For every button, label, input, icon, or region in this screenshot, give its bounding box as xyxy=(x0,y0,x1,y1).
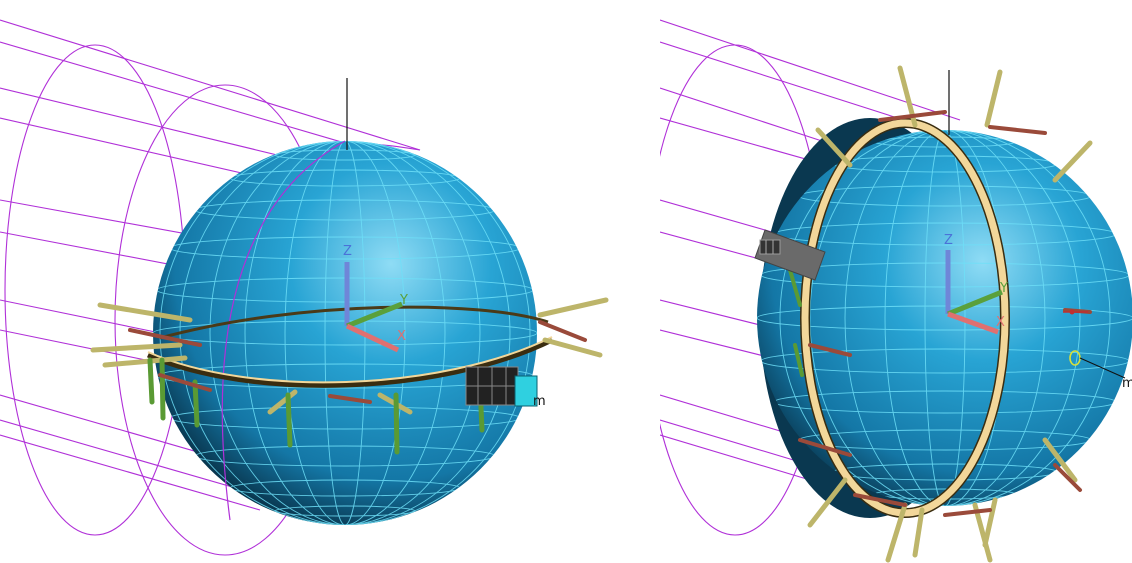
scene-equatorial: m Z Y X xyxy=(0,19,609,556)
axis-label-x: X xyxy=(397,329,406,344)
satellite-module-right xyxy=(754,229,826,281)
equatorial-struts xyxy=(90,297,609,455)
axis-label-y: Y xyxy=(399,293,408,308)
axis-label-x-right: X xyxy=(996,315,1005,330)
coordinate-triad-right xyxy=(945,250,1003,335)
cylinder-wireframe-right xyxy=(660,19,961,536)
coordinate-triad xyxy=(344,262,403,353)
axis-label-z: Z xyxy=(343,244,352,259)
axis-label-z-right: Z xyxy=(944,233,953,248)
viewport-polar[interactable]: m Z Y X xyxy=(660,0,1132,563)
red-small-marker xyxy=(1063,309,1088,315)
marker-leader xyxy=(1079,357,1126,379)
equatorial-ring xyxy=(146,305,554,388)
axis-label-y-right: Y xyxy=(999,281,1008,296)
cylinder-front-arc xyxy=(221,140,346,521)
marker-label: m xyxy=(533,394,546,409)
sphere-right xyxy=(757,130,1132,506)
marker-label-right: m xyxy=(1122,376,1132,391)
scene-polar: m Z Y X xyxy=(660,19,1132,563)
satellite-module xyxy=(465,366,538,407)
viewport-equatorial[interactable]: m Z Y X xyxy=(0,0,620,563)
sphere xyxy=(153,141,537,525)
